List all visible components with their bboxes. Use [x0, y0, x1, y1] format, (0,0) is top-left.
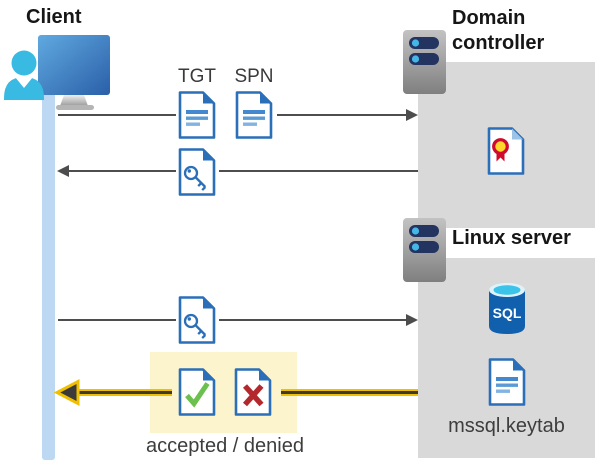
- key-ticket-icon: [178, 296, 216, 344]
- linux-server-label: Linux server: [452, 227, 571, 249]
- flow3-arrow-line: [58, 319, 176, 321]
- tgt-label: TGT: [178, 66, 216, 87]
- key-ticket-icon: [178, 148, 216, 196]
- flow2-arrow-line: [219, 170, 418, 172]
- user-icon: [4, 50, 44, 100]
- check-icon: [185, 382, 210, 408]
- tgt-ticket-icon: [178, 91, 216, 139]
- flow1-arrow-line: [277, 114, 406, 116]
- keytab-file-icon: [488, 358, 526, 406]
- accepted-ticket-icon: [178, 368, 216, 416]
- certificate-icon: [487, 127, 525, 175]
- flow4-arrow-line: [281, 389, 418, 396]
- keytab-filename-label: mssql.keytab: [448, 415, 565, 437]
- flow1-arrow-line: [58, 114, 176, 116]
- sql-database-icon: SQL: [489, 283, 525, 334]
- flow2-arrowhead-icon: [57, 165, 69, 177]
- accepted-denied-label: accepted / denied: [146, 435, 304, 457]
- spn-label: SPN: [234, 66, 274, 87]
- client-timeline: [42, 93, 55, 460]
- domain-controller-server-icon: [403, 30, 446, 94]
- flow2-arrow-line: [69, 170, 176, 172]
- flow3-arrowhead-icon: [406, 314, 418, 326]
- result-highlight-box: [150, 352, 297, 433]
- monitor-icon: [38, 35, 110, 110]
- client-label: Client: [26, 6, 82, 28]
- domain-controller-label: Domain controller: [452, 7, 545, 54]
- x-icon: [242, 384, 264, 407]
- flow3-arrow-line: [219, 319, 406, 321]
- spn-ticket-icon: [235, 91, 273, 139]
- sql-label: SQL: [493, 305, 522, 321]
- client-workstation-icon: [4, 35, 110, 110]
- denied-ticket-icon: [234, 368, 272, 416]
- linux-server-icon: [403, 218, 446, 282]
- flow1-arrowhead-icon: [406, 109, 418, 121]
- flow4-arrow-line: [77, 389, 172, 396]
- flow4-arrowhead-icon: [53, 379, 80, 406]
